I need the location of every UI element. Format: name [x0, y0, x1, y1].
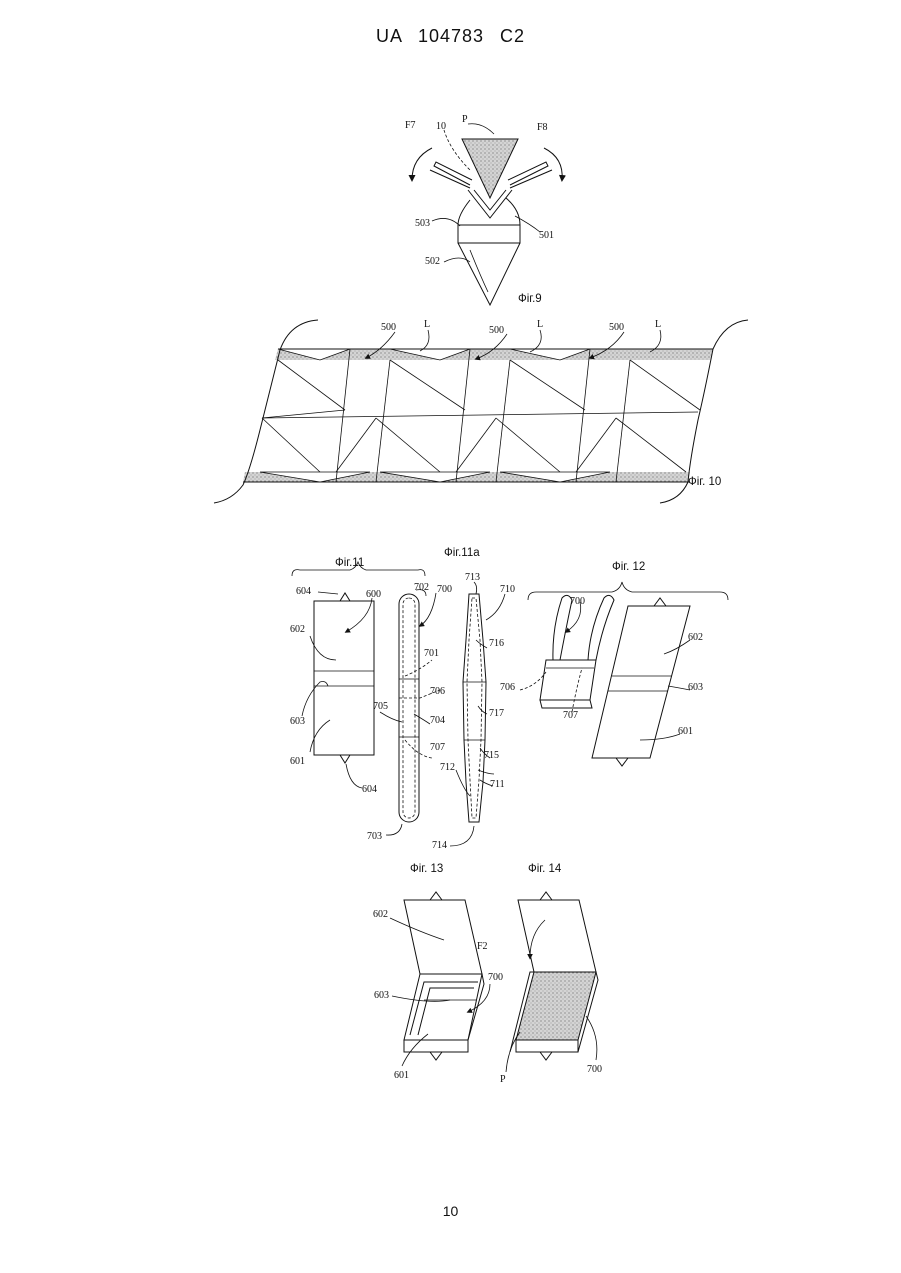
label: 715	[484, 750, 499, 761]
label: 502	[425, 256, 440, 267]
label: F8	[537, 122, 548, 133]
figure-13: Фіг. 13 602 700 603 601	[373, 863, 503, 1081]
label: 707	[430, 742, 445, 753]
label: 602	[373, 909, 388, 920]
label: 601	[290, 756, 305, 767]
label: 603	[688, 682, 703, 693]
label: 601	[678, 726, 693, 737]
label: 706	[430, 686, 445, 697]
label: L	[655, 319, 661, 330]
label: 704	[430, 715, 445, 726]
label: P	[500, 1074, 506, 1085]
label: 710	[500, 584, 515, 595]
label: 604	[362, 784, 377, 795]
label: 706	[500, 682, 515, 693]
label: 700	[488, 972, 503, 983]
label: 500	[609, 322, 624, 333]
label: F2	[477, 941, 488, 952]
label: 500	[381, 322, 396, 333]
label: L	[537, 319, 543, 330]
page-number: 10	[0, 1203, 901, 1219]
figure-caption: Фіг.11	[335, 557, 364, 569]
figure-9: F7 P F8 10 503 501 502 Фіг.9	[405, 114, 562, 305]
label: 602	[688, 632, 703, 643]
label: 602	[290, 624, 305, 635]
label: 712	[440, 762, 455, 773]
label: L	[424, 319, 430, 330]
figure-11a: Фіг.11a 702 700 701 706 705 704 707 703	[367, 547, 515, 851]
label: 700	[437, 584, 452, 595]
label: 700	[570, 596, 585, 607]
figure-caption: Фіг. 13	[410, 863, 443, 875]
label: 500	[489, 325, 504, 336]
figure-caption: Фіг.11a	[444, 547, 480, 559]
label: 717	[489, 708, 504, 719]
label: 701	[424, 648, 439, 659]
label: 503	[415, 218, 430, 229]
label: 604	[296, 586, 311, 597]
figure-caption: Фіг.9	[518, 293, 542, 305]
label: 601	[394, 1070, 409, 1081]
label: 711	[490, 779, 505, 790]
figure-10: 500 L 500 L 500 L Фіг. 10	[214, 319, 748, 503]
label: P	[462, 114, 468, 125]
label: 700	[587, 1064, 602, 1075]
figure-caption: Фіг. 14	[528, 863, 562, 875]
label: F7	[405, 120, 416, 131]
label: 702	[414, 582, 429, 593]
figure-caption: Фіг. 10	[688, 476, 721, 488]
label: 716	[489, 638, 504, 649]
label: 603	[290, 716, 305, 727]
label: 703	[367, 831, 382, 842]
label: 600	[366, 589, 381, 600]
figure-12: Фіг. 12 700 706 707 602 603 601	[500, 561, 728, 766]
label: 713	[465, 572, 480, 583]
label: 10	[436, 121, 446, 132]
figure-11: Фіг.11 604 600 602 603 601 604	[290, 557, 425, 795]
label: 707	[563, 710, 578, 721]
label: 603	[374, 990, 389, 1001]
label: 714	[432, 840, 447, 851]
figure-caption: Фіг. 12	[612, 561, 645, 573]
label: 705	[373, 701, 388, 712]
label: 501	[539, 230, 554, 241]
